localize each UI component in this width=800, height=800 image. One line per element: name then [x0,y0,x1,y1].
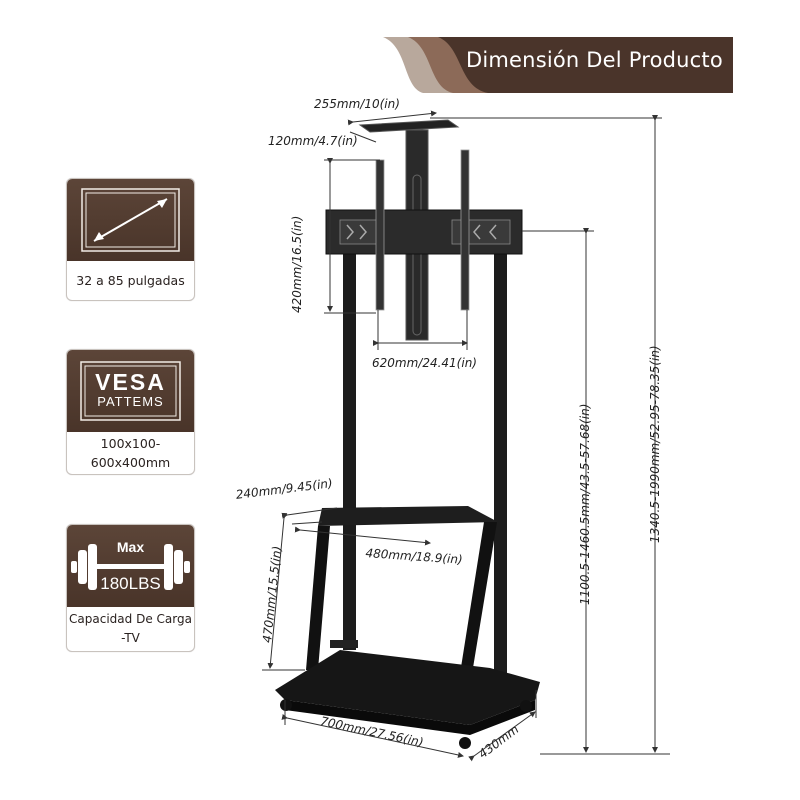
load-badge-top: Max [116,539,145,555]
header-banner [383,37,733,93]
barbell-icon: Max 180LBS [67,525,194,607]
vesa-badge-subtitle: PATTEMS [97,394,164,409]
dim-tray-width: 255mm/10(in) [314,97,400,111]
vesa-badge-icon: VESA PATTEMS [67,350,194,432]
screen-size-label: 32 a 85 pulgadas [76,273,185,288]
dim-mount-height: 1100.5-1460.5mm/43.5-57.68(in) [578,403,592,605]
feature-card-vesa: VESA PATTEMS 100x100- 600x400mm [66,349,195,475]
load-badge-bottom: 180LBS [100,574,161,593]
load-label-line-1: Capacidad De Carga [69,612,192,626]
load-label-line-2: -TV [121,631,140,645]
page-title: Dimensión Del Producto [466,48,723,72]
vesa-label-line-2: 600x400mm [90,455,171,470]
feature-card-screen-size: 32 a 85 pulgadas [66,178,195,301]
vesa-badge-title: VESA [95,369,166,395]
dim-tray-depth: 120mm/4.7(in) [268,134,358,148]
feature-card-load-capacity: Max 180LBS Capacidad De Carga -TV [66,524,195,652]
dim-total-height: 1340.5-1990mm/52.95-78.35(in) [648,345,662,543]
vesa-label-line-1: 100x100- [100,436,161,451]
dim-bracket-height: 420mm/16.5(in) [290,215,304,313]
screen-diagonal-icon [67,179,194,261]
dim-bracket-width: 620mm/24.41(in) [372,356,477,370]
